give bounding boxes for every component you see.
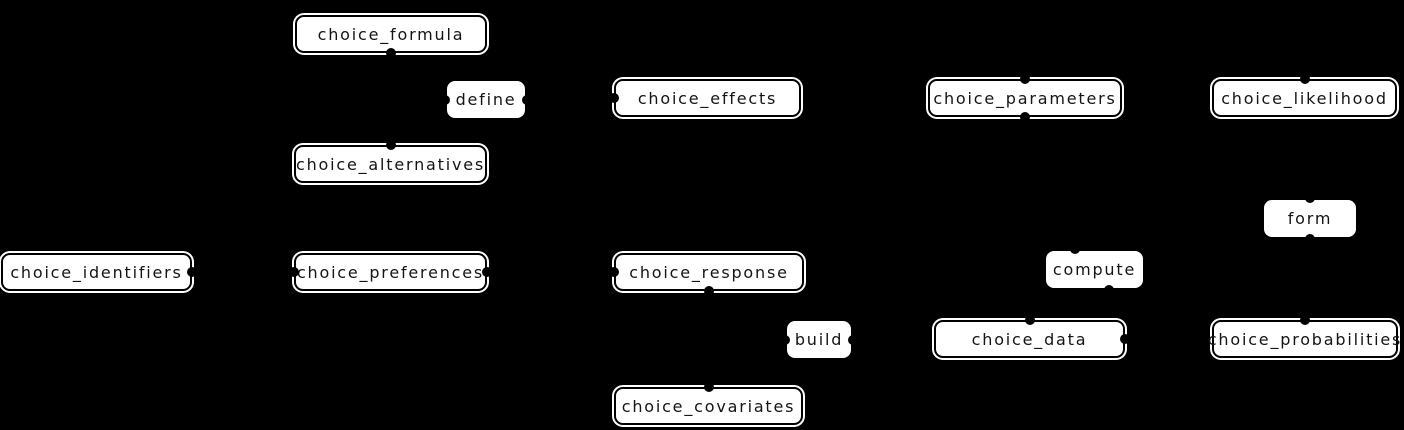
edge-connector-top: [1305, 193, 1315, 203]
node-label: choice_preferences: [296, 262, 485, 282]
node-choice-formula: choice_formula: [295, 15, 487, 58]
edge-label-define: define: [440, 81, 532, 118]
edge-connector-left: [609, 93, 619, 103]
node-choice-identifiers: choice_identifiers: [1, 253, 197, 291]
edge-connector-bottom: [1104, 285, 1115, 295]
edge-connector-right: [848, 334, 858, 345]
edge-connector-bottom: [1020, 112, 1030, 122]
node-label: choice_parameters: [933, 88, 1117, 108]
edge-connector-top: [1300, 315, 1310, 325]
node-label: choice_likelihood: [1221, 88, 1388, 108]
edge-label-text: form: [1287, 209, 1333, 228]
node-choice-probabilities: choice_probabilities: [1208, 315, 1400, 358]
edge-connector-right: [187, 267, 197, 277]
node-choice-covariates: choice_covariates: [614, 382, 803, 425]
node-label: choice_formula: [317, 24, 465, 44]
node-choice-response: choice_response: [609, 253, 804, 296]
node-choice-likelihood: choice_likelihood: [1212, 74, 1397, 117]
edge-connector-bottom: [386, 48, 396, 58]
node-choice-preferences: choice_preferences: [289, 253, 492, 291]
node-label: choice_effects: [637, 88, 778, 108]
node-label: choice_alternatives: [296, 154, 485, 174]
edge-connector-bottom: [1305, 234, 1315, 244]
node-label: choice_identifiers: [10, 262, 183, 282]
node-label: choice_covariates: [621, 396, 796, 416]
node-label: choice_probabilities: [1207, 329, 1403, 349]
edge-connector-bottom: [704, 286, 714, 296]
node-choice-effects: choice_effects: [609, 79, 801, 117]
edge-connector-top: [703, 382, 714, 392]
edge-connector-left: [780, 334, 790, 345]
edge-connector-left: [289, 267, 299, 277]
node-label: choice_response: [629, 262, 789, 282]
edge-connector-left: [609, 267, 619, 277]
node-choice-parameters: choice_parameters: [928, 74, 1122, 122]
node-choice-alternatives: choice_alternatives: [294, 140, 487, 183]
edge-connector-top: [1024, 315, 1035, 325]
edge-connector-top: [1020, 74, 1030, 84]
edge-connector-left: [440, 94, 450, 105]
edge-connector-top: [1070, 244, 1081, 254]
edge-connector-top: [1299, 74, 1310, 84]
edge-connector-right: [1120, 334, 1130, 344]
edge-label-compute: compute: [1046, 244, 1143, 295]
edge-label-build: build: [780, 321, 858, 358]
node-choice-data: choice_data: [934, 315, 1130, 358]
edge-connector-right: [482, 267, 492, 277]
edge-connector-right: [522, 94, 532, 105]
node-label: choice_data: [971, 329, 1088, 349]
edge-connector-top: [385, 140, 396, 150]
edge-label-text: build: [794, 330, 844, 349]
edge-label-form: form: [1264, 193, 1356, 244]
edge-label-text: compute: [1052, 260, 1137, 279]
edge-label-text: define: [455, 90, 517, 109]
